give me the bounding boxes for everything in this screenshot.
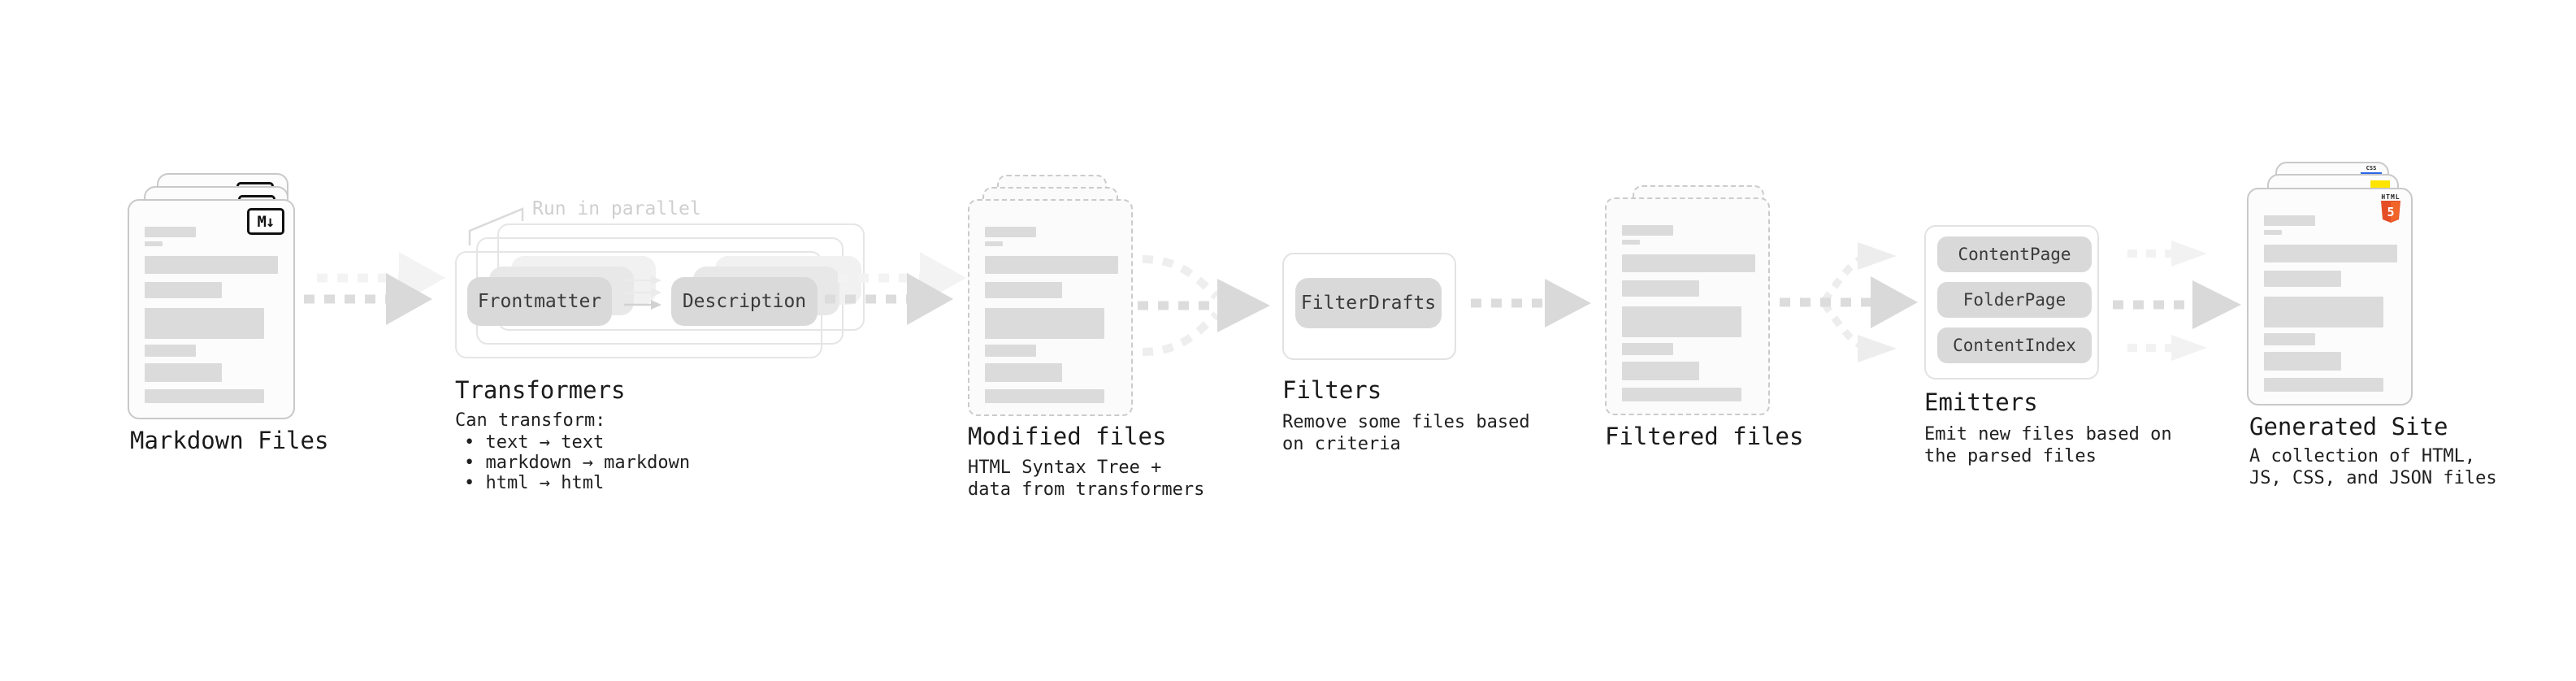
filter-pill-filterdrafts: FilterDrafts <box>1295 278 1442 328</box>
text-line-skeletons <box>145 227 278 403</box>
stage-title-emitters: Emitters <box>1924 388 2038 416</box>
css-wordmark: CSS <box>2366 165 2377 171</box>
filters-subtitle: Remove some files based on criteria <box>1282 412 1530 454</box>
emitter-pill-contentindex: ContentIndex <box>1937 327 2092 363</box>
html5-icon: HTML 5 <box>2380 194 2401 227</box>
site-file-card-html: HTML 5 <box>2247 188 2413 406</box>
markdown-file-card-front: M↓ <box>128 199 295 419</box>
annotation-bracket <box>468 207 524 245</box>
css-underline <box>2361 172 2382 175</box>
text-line-skeletons <box>2264 215 2397 392</box>
text-line-skeletons <box>985 227 1118 403</box>
bullet-item: • html → html <box>464 473 605 493</box>
bullet-item: • markdown → markdown <box>464 453 691 473</box>
svg-text:5: 5 <box>2387 205 2394 219</box>
markdown-icon: M↓ <box>247 208 284 235</box>
transformer-pill-frontmatter: Frontmatter <box>467 277 612 326</box>
stage-title-modified-files: Modified files <box>968 423 1167 450</box>
flow-arrow-markdown-to-transformers <box>304 252 445 325</box>
stage-title-generated-site: Generated Site <box>2249 413 2448 440</box>
stage-title-markdown-files: Markdown Files <box>130 427 329 454</box>
mini-arrow-icon <box>624 300 661 310</box>
flow-arrow-fan-in <box>1138 255 1270 356</box>
modified-file-card-front <box>968 199 1133 416</box>
modified-files-subtitle: HTML Syntax Tree + data from transformer… <box>968 458 1205 500</box>
generated-site-subtitle: A collection of HTML, JS, CSS, and JSON … <box>2249 446 2497 488</box>
flow-arrows-emitters-to-site <box>2113 241 2241 361</box>
transformer-pill-description: Description <box>671 277 817 326</box>
filtered-file-card-front <box>1605 197 1770 415</box>
html5-wordmark: HTML <box>2381 193 2400 201</box>
bullet-item: • text → text <box>464 432 605 453</box>
html5-shield: 5 <box>2381 201 2400 223</box>
stage-title-transformers: Transformers <box>455 376 626 404</box>
run-in-parallel-label: Run in parallel <box>532 198 701 219</box>
emitters-subtitle: Emit new files based on the parsed files <box>1924 424 2172 466</box>
mini-arrow-icon <box>624 275 661 285</box>
stage-title-filtered-files: Filtered files <box>1605 423 1804 450</box>
flow-arrow-fan-out <box>1780 242 1918 362</box>
flow-arrow-filters-to-filtered <box>1471 279 1591 327</box>
text-line-skeletons <box>1622 225 1755 401</box>
emitter-pill-folderpage: FolderPage <box>1937 282 2092 318</box>
flow-arrow-transformers-to-modified <box>825 252 966 325</box>
stage-title-filters: Filters <box>1282 376 1382 404</box>
css-file-icon: CSS <box>2361 166 2382 175</box>
transformers-caption: Can transform: <box>455 410 606 431</box>
mini-arrow-icon <box>624 288 661 297</box>
emitter-pill-contentpage: ContentPage <box>1937 236 2092 272</box>
transformers-bullet-list: • text → text • markdown → markdown • ht… <box>464 432 690 493</box>
